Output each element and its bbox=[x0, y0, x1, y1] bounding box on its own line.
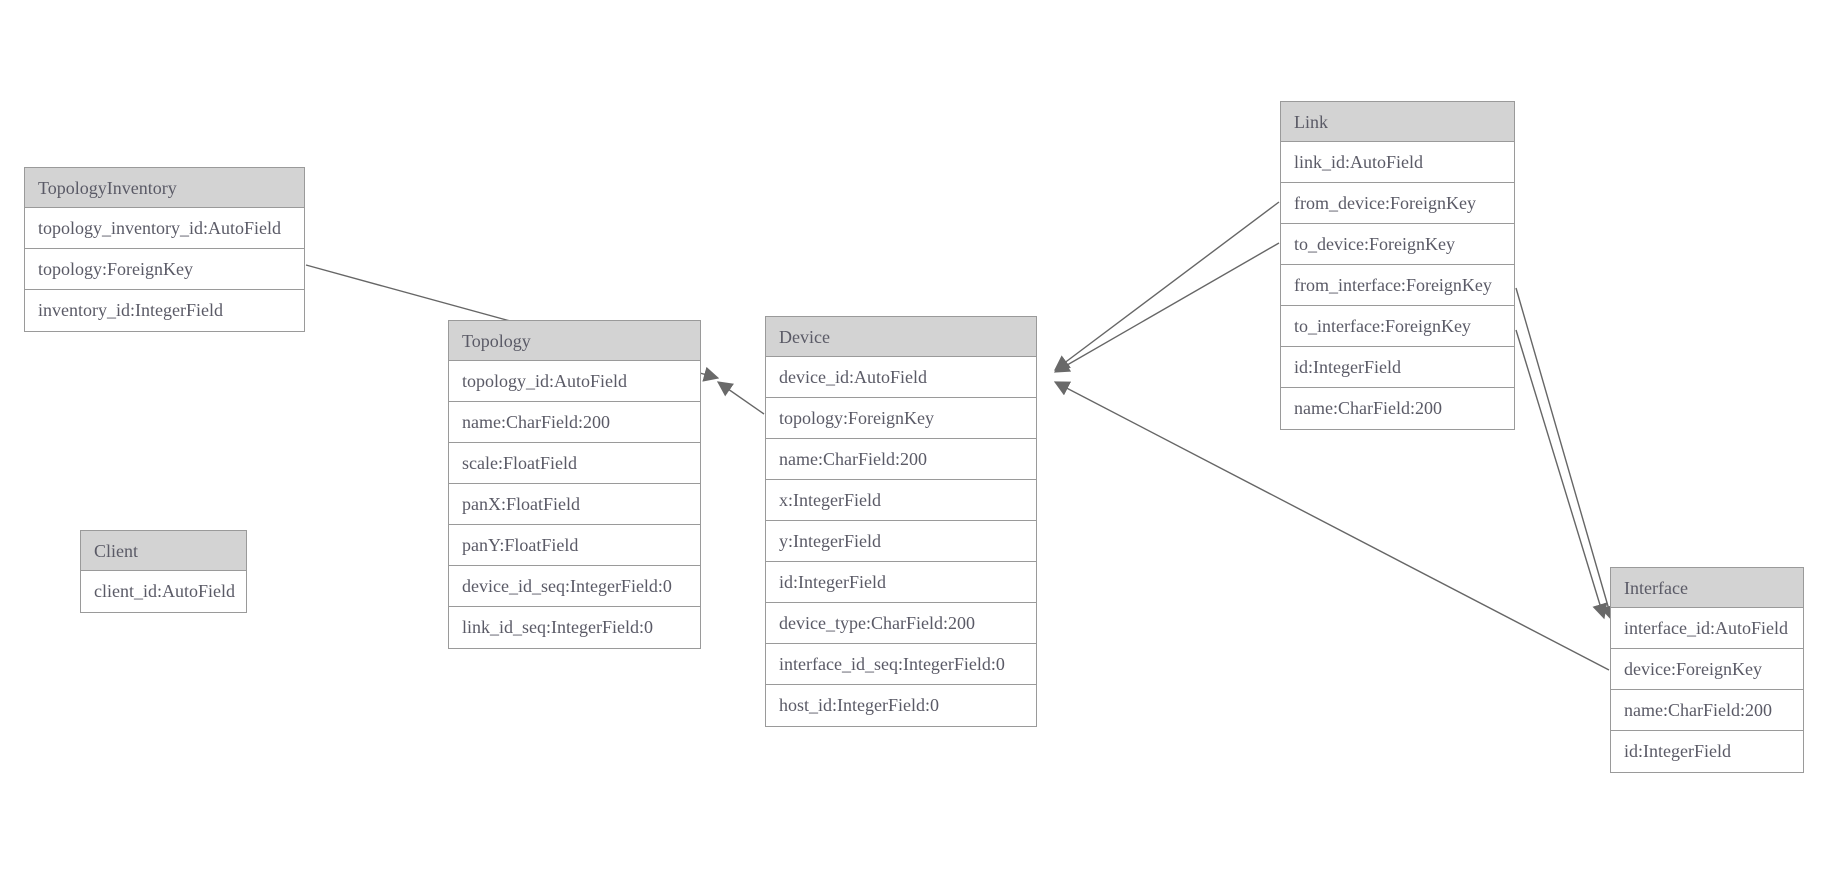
entity-field-row: inventory_id:IntegerField bbox=[25, 290, 304, 331]
entity-field-row: id:IntegerField bbox=[1281, 347, 1514, 388]
entity-client[interactable]: Client client_id:AutoField bbox=[80, 530, 247, 613]
entity-field-row: link_id_seq:IntegerField:0 bbox=[449, 607, 700, 648]
entity-field-row: name:CharField:200 bbox=[1611, 690, 1803, 731]
entity-field-row: device_type:CharField:200 bbox=[766, 603, 1036, 644]
entity-field-row: scale:FloatField bbox=[449, 443, 700, 484]
entity-link[interactable]: Link link_id:AutoField from_device:Forei… bbox=[1280, 101, 1515, 430]
entity-field-row: client_id:AutoField bbox=[81, 571, 246, 612]
entity-topology[interactable]: Topology topology_id:AutoField name:Char… bbox=[448, 320, 701, 649]
entity-topology-inventory[interactable]: TopologyInventory topology_inventory_id:… bbox=[24, 167, 305, 332]
entity-field-row: name:CharField:200 bbox=[1281, 388, 1514, 429]
edge-link-to-device bbox=[1053, 242, 1280, 373]
entity-field-row: id:IntegerField bbox=[1611, 731, 1803, 772]
entity-field-row: interface_id:AutoField bbox=[1611, 608, 1803, 649]
entity-field-row: from_interface:ForeignKey bbox=[1281, 265, 1514, 306]
edge-link-from-device bbox=[1053, 201, 1280, 371]
entity-field-row: interface_id_seq:IntegerField:0 bbox=[766, 644, 1036, 685]
entity-field-row: to_interface:ForeignKey bbox=[1281, 306, 1514, 347]
entity-field-row: topology_id:AutoField bbox=[449, 361, 700, 402]
entity-title-device: Device bbox=[766, 317, 1036, 357]
entity-field-row: to_device:ForeignKey bbox=[1281, 224, 1514, 265]
entity-field-row: y:IntegerField bbox=[766, 521, 1036, 562]
entity-title-topology-inventory: TopologyInventory bbox=[25, 168, 304, 208]
entity-field-row: name:CharField:200 bbox=[449, 402, 700, 443]
entity-field-row: link_id:AutoField bbox=[1281, 142, 1514, 183]
entity-device[interactable]: Device device_id:AutoField topology:Fore… bbox=[765, 316, 1037, 727]
entity-field-row: panX:FloatField bbox=[449, 484, 700, 525]
edge-device-topology bbox=[716, 381, 765, 415]
entity-field-row: host_id:IntegerField:0 bbox=[766, 685, 1036, 726]
entity-field-row: topology:ForeignKey bbox=[766, 398, 1036, 439]
entity-field-row: name:CharField:200 bbox=[766, 439, 1036, 480]
entity-field-row: topology_inventory_id:AutoField bbox=[25, 208, 304, 249]
entity-field-row: device_id:AutoField bbox=[766, 357, 1036, 398]
edge-link-to-interface bbox=[1515, 329, 1608, 620]
entity-field-row: panY:FloatField bbox=[449, 525, 700, 566]
entity-field-row: id:IntegerField bbox=[766, 562, 1036, 603]
entity-field-row: device_id_seq:IntegerField:0 bbox=[449, 566, 700, 607]
entity-field-row: device:ForeignKey bbox=[1611, 649, 1803, 690]
entity-title-link: Link bbox=[1281, 102, 1514, 142]
entity-field-row: from_device:ForeignKey bbox=[1281, 183, 1514, 224]
entity-field-row: x:IntegerField bbox=[766, 480, 1036, 521]
entity-title-client: Client bbox=[81, 531, 246, 571]
entity-title-interface: Interface bbox=[1611, 568, 1803, 608]
edge-link-from-interface bbox=[1515, 287, 1616, 622]
entity-interface[interactable]: Interface interface_id:AutoField device:… bbox=[1610, 567, 1804, 773]
entity-field-row: topology:ForeignKey bbox=[25, 249, 304, 290]
entity-title-topology: Topology bbox=[449, 321, 700, 361]
